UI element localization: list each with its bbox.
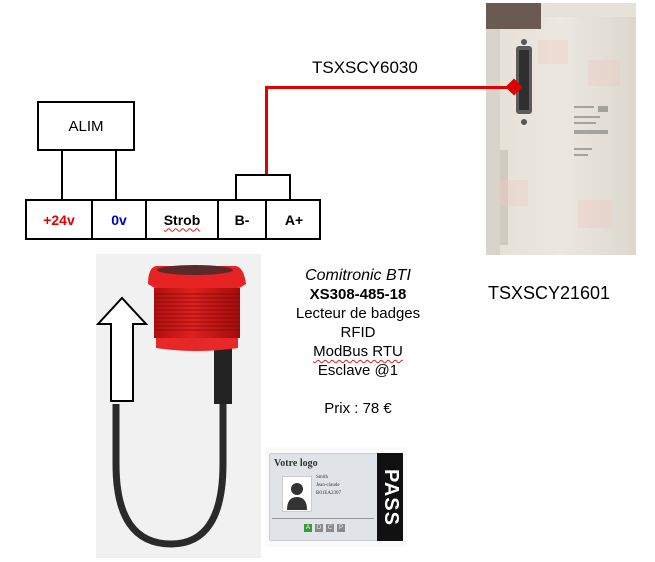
bus-bridge xyxy=(235,174,291,204)
plc-module-label: TSXSCY21601 xyxy=(488,283,611,303)
badge-card: Votre logo Smith Jean-claude B01EA2307 A… xyxy=(265,447,407,547)
wire-0v xyxy=(115,150,117,202)
badge-side-text: PASS xyxy=(379,468,402,526)
badge-name: Smith xyxy=(316,475,328,480)
reader-line4: Esclave @1 xyxy=(317,362,399,379)
reader-brand: Comitronic BTI xyxy=(305,267,411,284)
badge-logo-text: Votre logo xyxy=(274,458,318,469)
power-supply-label: ALIM xyxy=(68,117,104,135)
terminal-b-minus: B- xyxy=(219,201,267,238)
cable-horizontal xyxy=(265,86,515,89)
terminal-strob: Strob xyxy=(147,201,219,238)
rfid-reader-image xyxy=(95,254,261,558)
badge-button-p: P xyxy=(337,524,345,532)
terminal-a-plus-label: A+ xyxy=(284,211,304,228)
badge-first-name: Jean-claude xyxy=(316,483,340,488)
badge-photo xyxy=(282,476,312,512)
badge-button-d: D xyxy=(315,524,323,532)
terminal-b-minus-label: B- xyxy=(234,211,250,228)
reader-line3: ModBus RTU xyxy=(313,343,403,360)
plc-module-image xyxy=(478,0,648,262)
terminal-24v-label: +24v xyxy=(43,211,75,228)
badge-id: B01EA2307 xyxy=(316,491,341,496)
badge-button-c: C xyxy=(326,524,334,532)
reader-price: Prix : 78 € xyxy=(324,400,392,417)
reader-info: Comitronic BTI XS308-485-18 Lecteur de b… xyxy=(268,266,448,418)
person-silhouette-icon xyxy=(287,483,307,510)
cable-label: TSXSCY6030 xyxy=(312,58,418,77)
wire-24v xyxy=(61,150,63,202)
badge-side-strip: PASS xyxy=(377,453,403,541)
terminal-a-plus: A+ xyxy=(267,201,321,238)
badge-button-a: A xyxy=(304,524,312,532)
terminal-24v: +24v xyxy=(27,201,93,238)
terminal-strob-label: Strob xyxy=(163,211,201,228)
terminal-0v: 0v xyxy=(93,201,147,238)
reader-line2: RFID xyxy=(340,324,376,341)
cable-vertical xyxy=(265,86,268,176)
terminal-0v-label: 0v xyxy=(111,211,127,228)
reader-line1: Lecteur de badges xyxy=(295,305,421,322)
reader-model: XS308-485-18 xyxy=(309,286,407,303)
terminal-block: +24v 0v Strob B- A+ xyxy=(25,199,321,240)
power-supply-box: ALIM xyxy=(37,101,135,151)
